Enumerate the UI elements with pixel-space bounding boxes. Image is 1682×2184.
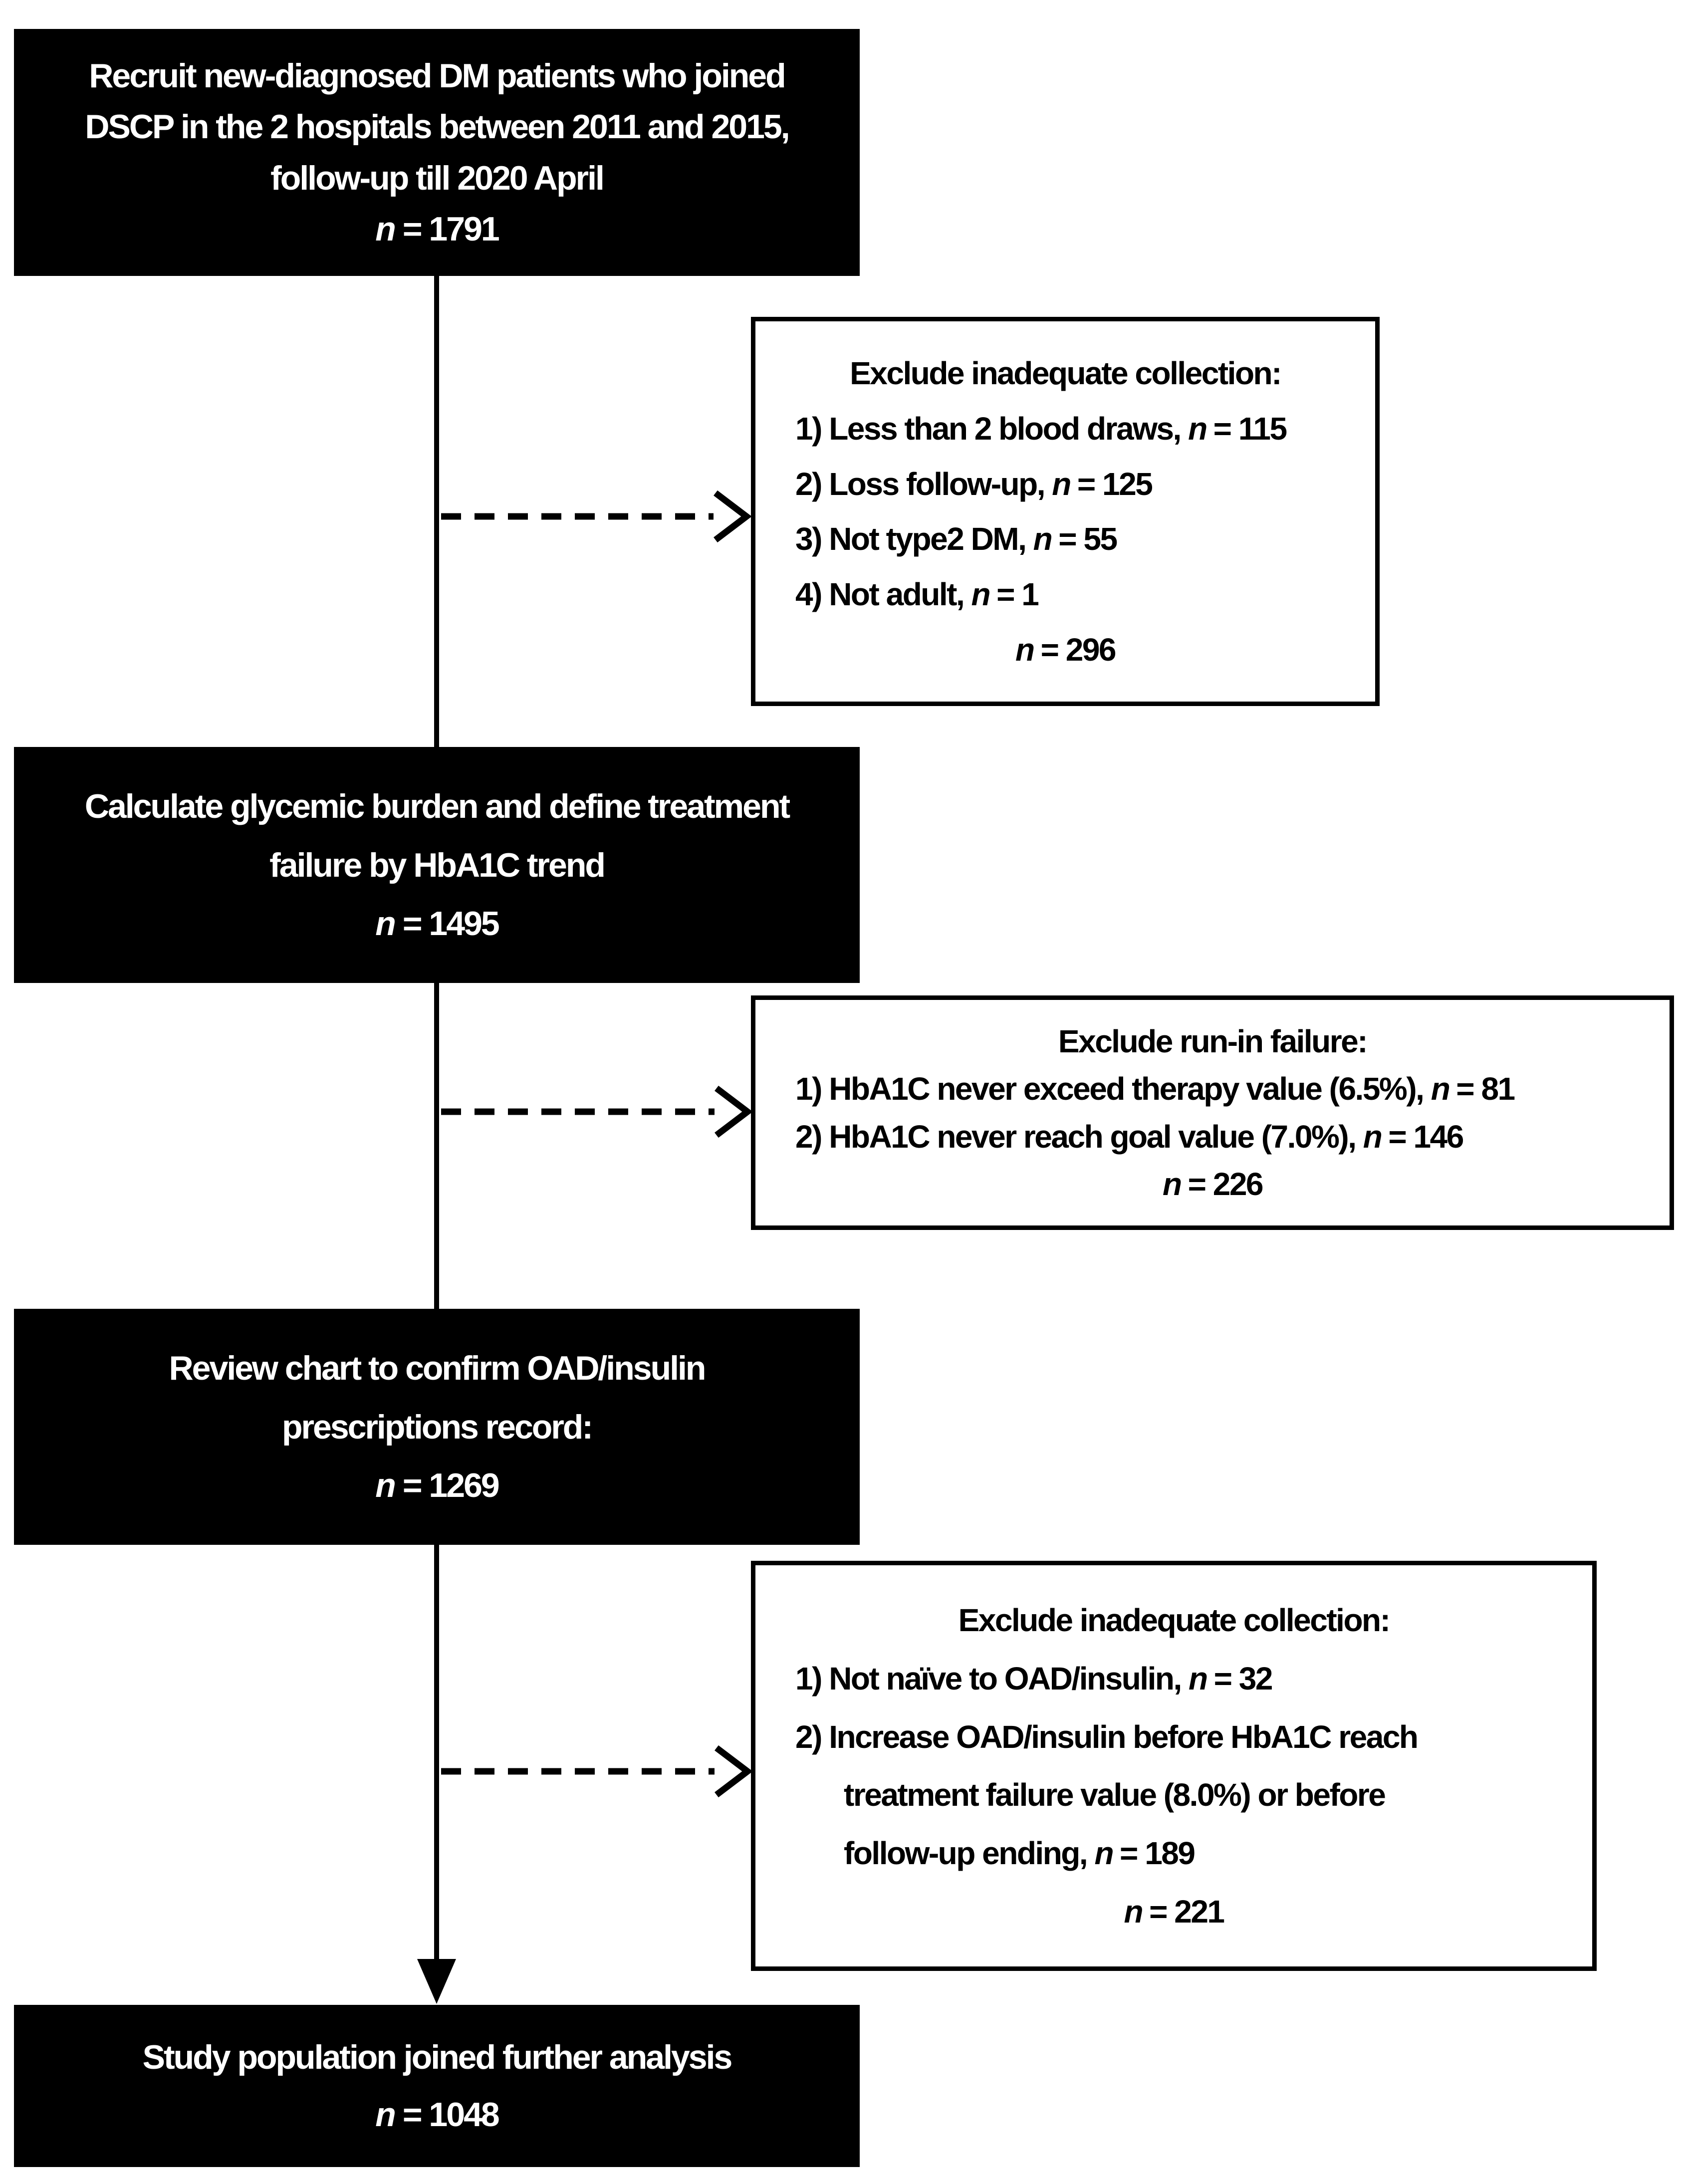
chevron-right-icon: [715, 1745, 753, 1798]
process-box-study-population: Study population joined further analysis…: [14, 2005, 860, 2167]
exclusion-item: 3) Not type2 DM, n= 55: [768, 520, 1363, 557]
n-value: = 226: [1188, 1166, 1264, 1202]
exclusion-box-title: Exclude inadequate collection:: [850, 355, 1282, 391]
process-box-review-chart: Review chart to confirm OAD/insulin pres…: [14, 1309, 860, 1545]
dashed-arrow-to-exclusion-2: [441, 1085, 753, 1138]
n-symbol: n: [1431, 1071, 1450, 1107]
process-box-glycemic-burden: Calculate glycemic burden and define tre…: [14, 747, 860, 983]
process-box-recruit: Recruit new-diagnosed DM patients who jo…: [14, 29, 860, 276]
exclusion-box-title: Exclude run-in failure:: [1058, 1023, 1368, 1060]
exclusion-item-text: 4) Not adult,: [795, 576, 971, 613]
n-symbol: n: [375, 2095, 396, 2134]
n-symbol: n: [1094, 1835, 1114, 1872]
exclusion-item: 2) Loss follow-up, n= 125: [768, 466, 1363, 502]
exclusion-item-line: 2) Increase OAD/insulin before HbA1C rea…: [795, 1718, 1419, 1755]
process-box-line: DSCP in the 2 hospitals between 2011 and…: [85, 108, 790, 146]
dashed-arrow-to-exclusion-3: [441, 1745, 753, 1798]
exclusion-item: 4) Not adult, n= 1: [768, 576, 1363, 613]
exclusion-item-text: 1) Less than 2 blood draws,: [795, 410, 1189, 447]
n-symbol: n: [1188, 410, 1207, 447]
n-value: = 221: [1149, 1894, 1225, 1930]
process-box-line: Review chart to confirm OAD/insulin: [169, 1349, 707, 1387]
process-box-line: Recruit new-diagnosed DM patients who jo…: [89, 56, 786, 95]
n-symbol: n: [1052, 466, 1071, 502]
n-symbol: n: [971, 576, 991, 613]
process-box-line: Study population joined further analysis: [142, 2038, 733, 2077]
exclusion-item-line: follow-up ending, n= 189: [768, 1835, 1580, 1872]
process-box-line: prescriptions record:: [282, 1408, 593, 1446]
n-symbol: n: [1033, 521, 1053, 557]
exclusion-box-inadequate-collection-1: Exclude inadequate collection: 1) Less t…: [751, 317, 1380, 706]
sample-size: n= 1791: [24, 210, 850, 248]
n-value: = 125: [1077, 466, 1153, 502]
exclusion-item: 1) Not naïve to OAD/insulin, n= 32: [768, 1660, 1580, 1697]
exclusion-item-text: 1) Not naïve to OAD/insulin,: [795, 1660, 1189, 1697]
n-symbol: n: [375, 1466, 396, 1505]
chevron-right-icon: [715, 1085, 753, 1138]
n-value: = 1495: [402, 905, 500, 943]
n-value: = 1: [996, 576, 1039, 613]
n-symbol: n: [1015, 632, 1035, 668]
n-value: = 296: [1040, 632, 1117, 668]
n-value: = 1269: [402, 1466, 500, 1505]
exclusion-item: 2) HbA1C never reach goal value (7.0%), …: [768, 1118, 1657, 1155]
exclusion-item: 1) HbA1C never exceed therapy value (6.5…: [768, 1070, 1657, 1107]
n-value: = 1791: [402, 210, 500, 248]
down-arrowhead-icon: [417, 1959, 456, 2004]
exclusion-item-text: follow-up ending,: [844, 1835, 1095, 1872]
n-symbol: n: [1124, 1894, 1143, 1930]
sample-size: n= 1269: [24, 1466, 850, 1505]
n-value: = 55: [1058, 521, 1118, 557]
exclusion-total: n= 226: [768, 1166, 1657, 1203]
exclusion-item-text: 2) Loss follow-up,: [795, 466, 1052, 502]
n-value: = 146: [1388, 1118, 1464, 1155]
exclusion-item-line: treatment failure value (8.0%) or before: [844, 1777, 1386, 1813]
process-box-line: follow-up till 2020 April: [270, 159, 605, 197]
exclusion-item: 1) Less than 2 blood draws, n= 115: [768, 410, 1363, 447]
dashed-arrow-to-exclusion-1: [441, 490, 752, 543]
n-symbol: n: [1363, 1118, 1383, 1155]
exclusion-box-title: Exclude inadequate collection:: [958, 1602, 1391, 1638]
n-symbol: n: [1189, 1660, 1208, 1697]
n-value: = 81: [1456, 1071, 1515, 1107]
exclusion-box-inadequate-collection-2: Exclude inadequate collection: 1) Not na…: [751, 1561, 1597, 1971]
n-symbol: n: [1162, 1166, 1182, 1202]
n-symbol: n: [375, 210, 396, 248]
n-value: = 189: [1120, 1835, 1196, 1872]
exclusion-total: n= 296: [768, 631, 1363, 668]
sample-size: n= 1048: [24, 2095, 850, 2134]
exclusion-item-text: 3) Not type2 DM,: [795, 521, 1033, 557]
n-value: = 32: [1213, 1660, 1273, 1697]
exclusion-total: n= 221: [768, 1893, 1580, 1930]
exclusion-item-text: 1) HbA1C never exceed therapy value (6.5…: [795, 1071, 1431, 1107]
n-value: = 115: [1213, 410, 1287, 447]
process-box-line: Calculate glycemic burden and define tre…: [84, 787, 790, 825]
exclusion-box-run-in-failure: Exclude run-in failure: 1) HbA1C never e…: [751, 995, 1674, 1230]
n-value: = 1048: [402, 2095, 500, 2134]
exclusion-item-text: 2) HbA1C never reach goal value (7.0%),: [795, 1118, 1363, 1155]
sample-size: n= 1495: [24, 904, 850, 943]
chevron-right-icon: [714, 490, 752, 543]
n-symbol: n: [375, 905, 396, 943]
process-box-line: failure by HbA1C trend: [269, 846, 606, 884]
